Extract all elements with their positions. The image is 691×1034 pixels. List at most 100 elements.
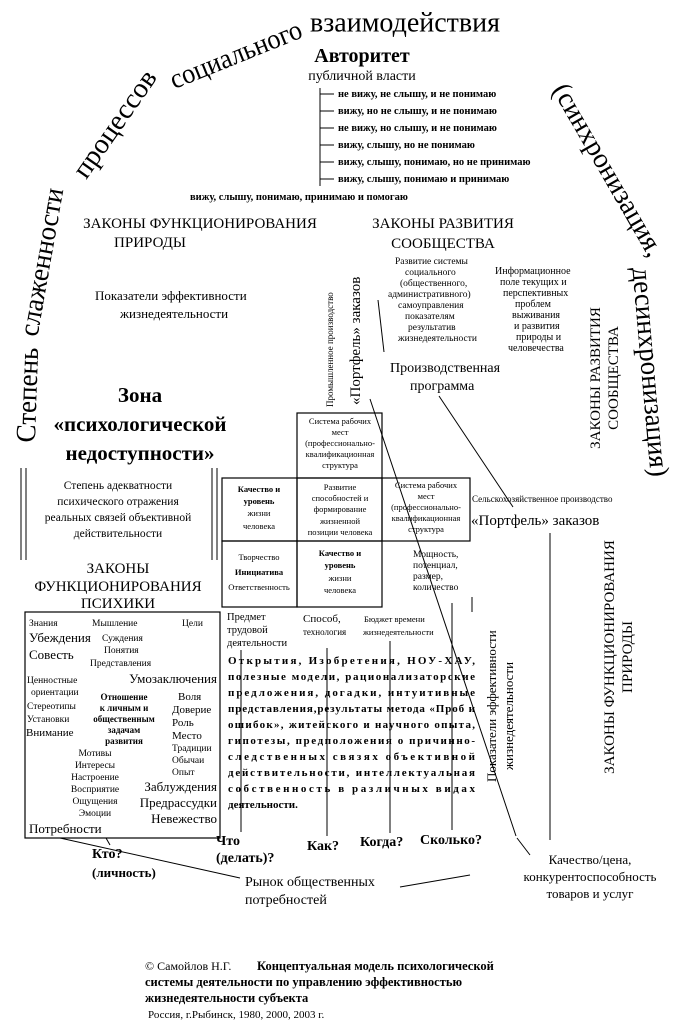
svg-text:мест: мест: [418, 491, 435, 501]
svg-text:Место: Место: [172, 730, 202, 742]
arc-title-word: слаженности: [14, 185, 71, 338]
authority-levels: не вижу, не слышу, и не понимаю вижу, но…: [190, 88, 531, 203]
svg-text:Качество и: Качество и: [238, 484, 280, 494]
svg-text:уровень: уровень: [244, 496, 275, 506]
svg-text:жизнедеятельности: жизнедеятельности: [362, 627, 434, 637]
svg-text:Творчество: Творчество: [239, 552, 280, 562]
svg-text:развития: развития: [105, 736, 143, 746]
svg-text:жизнедеятельности субъекта: жизнедеятельности субъекта: [145, 991, 309, 1005]
svg-text:«психологической: «психологической: [53, 412, 226, 436]
svg-text:Роль: Роль: [172, 717, 194, 729]
svg-text:ошибок», житейского и научного: ошибок», житейского и научного опыта,: [228, 719, 475, 731]
svg-text:Восприятие: Восприятие: [71, 785, 119, 795]
svg-text:Знания: Знания: [29, 619, 58, 629]
svg-text:уровень: уровень: [325, 560, 356, 570]
svg-text:Качество/цена,: Качество/цена,: [549, 852, 632, 867]
arc-title-word: (синхронизация,: [546, 78, 670, 262]
svg-text:ПРИРОДЫ: ПРИРОДЫ: [114, 235, 186, 251]
svg-text:Сколько?: Сколько?: [420, 833, 482, 848]
svg-text:собственность в различных вида: собственность в различных видах: [228, 783, 476, 795]
svg-text:© Самойлов Н.Г.: © Самойлов Н.Г.: [145, 959, 231, 973]
svg-text:гипотезы, предположения о прич: гипотезы, предположения о причинно-: [228, 735, 475, 747]
svg-text:Степень адекватности: Степень адекватности: [64, 480, 172, 492]
svg-text:реальных связей объективной: реальных связей объективной: [45, 512, 192, 524]
svg-text:выживания: выживания: [512, 310, 560, 321]
svg-text:и развития: и развития: [514, 321, 560, 332]
svg-text:природы и: природы и: [516, 332, 562, 343]
svg-text:жизни: жизни: [328, 573, 352, 583]
level-item: вижу, слышу, понимаю, но не принимаю: [338, 157, 531, 168]
svg-text:Развитие системы: Развитие системы: [395, 257, 469, 267]
svg-text:Развитие: Развитие: [324, 482, 357, 492]
efficiency-left: Показатели эффективностижизнедеятельност…: [95, 288, 247, 321]
laws-psyche: ЗАКОНЫ ФУНКЦИОНИРОВАНИЯ ПСИХИКИ: [34, 561, 201, 612]
svg-text:Обычаи: Обычаи: [172, 755, 204, 766]
arc-title-word: десинхронизация): [625, 266, 674, 478]
svg-text:Суждения: Суждения: [102, 634, 144, 644]
svg-text:Бюджет времени: Бюджет времени: [364, 614, 425, 624]
cell-workplaces-top: Система рабочихмест(профессионально-квал…: [305, 416, 375, 470]
svg-text:Традиции: Традиции: [172, 744, 212, 754]
svg-text:Производственная: Производственная: [390, 361, 501, 376]
svg-text:Установки: Установки: [27, 715, 69, 725]
svg-text:ориентации: ориентации: [31, 688, 79, 698]
svg-text:проблем: проблем: [515, 299, 552, 310]
connector-lines: [59, 299, 551, 888]
svg-text:Качество и: Качество и: [319, 548, 361, 558]
svg-text:социального: социального: [405, 268, 456, 278]
svg-text:мест: мест: [332, 427, 349, 437]
svg-text:к личным и: к личным и: [100, 703, 149, 713]
adequacy-text: Степень адекватности психического отраже…: [45, 480, 192, 540]
svg-text:количество: количество: [413, 583, 459, 593]
arc-title-word: Степень: [11, 347, 45, 443]
svg-text:Ответственность: Ответственность: [228, 582, 290, 592]
svg-text:ЗАКОНЫ РАЗВИТИЯ: ЗАКОНЫ РАЗВИТИЯ: [588, 307, 604, 449]
svg-text:квалификационная: квалификационная: [392, 513, 461, 523]
svg-text:Опыт: Опыт: [172, 768, 195, 778]
svg-text:Концептуальная модель психолог: Концептуальная модель психологической: [257, 959, 494, 973]
arc-title-word: социального: [165, 14, 306, 95]
svg-text:человека: человека: [324, 585, 356, 595]
svg-text:Россия, г.Рыбинск, 1980, 2000,: Россия, г.Рыбинск, 1980, 2000, 2003 г.: [148, 1009, 324, 1021]
authority-title: Авторитет: [314, 45, 410, 67]
svg-text:ЗАКОНЫ ФУНКЦИОНИРОВАНИЯ: ЗАКОНЫ ФУНКЦИОНИРОВАНИЯ: [83, 216, 317, 232]
svg-text:Внимание: Внимание: [26, 727, 74, 739]
price-quality-label: Качество/цена,конкурентоспособностьтовар…: [524, 852, 657, 901]
level-item: не вижу, но слышу, и не понимаю: [338, 123, 497, 134]
svg-text:Предрассудки: Предрассудки: [140, 795, 217, 810]
svg-text:Убеждения: Убеждения: [29, 630, 91, 645]
zone-title: Зона «психологической недоступности»: [53, 383, 226, 465]
svg-text:Интересы: Интересы: [75, 761, 116, 771]
svg-text:Потребности: Потребности: [29, 821, 102, 836]
time-budget-label: Бюджет времени жизнедеятельности: [362, 614, 434, 637]
svg-text:Предмет: Предмет: [227, 612, 266, 623]
svg-text:Как?: Как?: [307, 839, 339, 854]
arc-title-word: процессов: [66, 64, 163, 184]
svg-text:предложения, догадки, интуитив: предложения, догадки, интуитивные: [228, 687, 475, 699]
svg-text:Способ,: Способ,: [303, 613, 341, 625]
info-field-block: Информационное поле текущих и перспектив…: [495, 266, 571, 354]
svg-text:действительности, интеллектуал: действительности, интеллектуальная: [228, 767, 475, 779]
social-system-block: Развитие системы социального (общественн…: [388, 257, 477, 344]
central-grid: Система рабочихмест(профессионально-квал…: [221, 412, 471, 608]
svg-text:поле текущих и: поле текущих и: [500, 277, 567, 288]
svg-text:жизнедеятельности: жизнедеятельности: [501, 662, 516, 771]
svg-text:Зона: Зона: [118, 383, 163, 407]
svg-text:ФУНКЦИОНИРОВАНИЯ: ФУНКЦИОНИРОВАНИЯ: [34, 579, 201, 595]
portfolio-orders: «Портфель» заказов: [471, 513, 599, 529]
efficiency-right: Показатели эффективности жизнедеятельнос…: [484, 630, 516, 782]
svg-text:полезные модели, рационализато: полезные модели, рационализаторские: [228, 671, 475, 683]
cell-quality-bottom: Качество и уровень жизни человека: [319, 548, 361, 595]
svg-text:Инициатива: Инициатива: [235, 567, 284, 577]
svg-text:формирование: формирование: [314, 504, 367, 514]
svg-text:жизни: жизни: [247, 508, 271, 518]
svg-text:товаров и услуг: товаров и услуг: [547, 886, 634, 901]
arc-title-word: взаимодействия: [310, 8, 500, 39]
